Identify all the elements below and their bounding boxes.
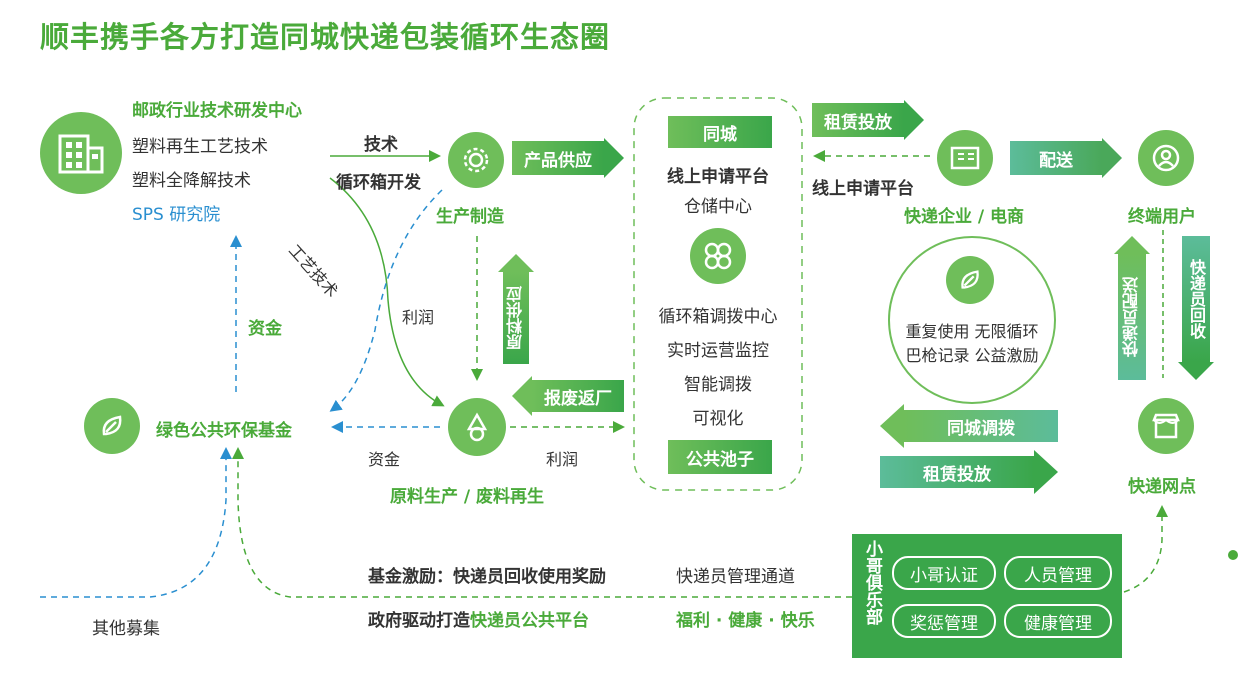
manufacturing-label: 生产制造 <box>436 207 504 227</box>
other-raise-label: 其他募集 <box>92 619 160 639</box>
club-pill-reward[interactable]: 奖惩管理 <box>892 604 996 638</box>
pool-item-3: 智能调拨 <box>684 375 752 395</box>
hub-icon <box>690 228 746 284</box>
material-supply-arrow: 原料供应 <box>503 272 529 364</box>
profit-label: 利润 <box>402 308 435 327</box>
pool-item-1: 循环箱调拨中心 <box>658 307 778 327</box>
courier-recycle-arrow: 快递员回收 <box>1182 236 1210 362</box>
delivery-arrow: 配送 <box>1010 141 1102 175</box>
courier-company-label: 快递企业 / 电商 <box>904 207 1025 227</box>
mgmt-channel-text: 快递员管理通道 <box>676 567 795 587</box>
material-supply-label: 原料供应 <box>506 286 525 350</box>
club-pill-staff[interactable]: 人员管理 <box>1004 556 1112 590</box>
scrap-return-arrow: 报废返厂 <box>532 380 624 412</box>
club-name: 小哥俱乐部 <box>862 540 882 625</box>
other-raise-arrow <box>40 447 232 598</box>
network-label: 快递网点 <box>1128 477 1196 497</box>
fund-label: 资金 <box>248 319 282 339</box>
pool-item-2: 实时运营监控 <box>667 341 769 361</box>
postal-item-1: 塑料再生工艺技术 <box>132 137 268 157</box>
incentive-text: 基金激励：快递员回收使用奖励 <box>368 567 606 587</box>
pool-item-4: 可视化 <box>692 409 744 429</box>
user-icon <box>1138 130 1194 186</box>
pool-tag-city: 同城 <box>668 116 772 148</box>
fund-label-2: 资金 <box>368 450 401 469</box>
tech-label: 技术 <box>364 135 398 155</box>
club-panel <box>852 534 1122 658</box>
profit-arrow <box>329 189 443 412</box>
pool-border <box>633 97 803 491</box>
profit-label-2: 利润 <box>546 450 579 469</box>
city-transfer-arrow: 同城调拨 <box>904 410 1058 442</box>
eco-line-1: 重复使用 无限循环 <box>905 322 1039 341</box>
box-dev-label: 循环箱开发 <box>336 173 421 193</box>
bottom-loop-arrow <box>232 447 852 598</box>
green-fund-label: 绿色公共环保基金 <box>156 421 292 441</box>
gov-prefix: 政府驱动打造 <box>368 611 470 631</box>
online-platform-label: 线上申请平台 <box>812 179 914 199</box>
eco-line-2: 巴枪记录 公益激励 <box>905 346 1039 365</box>
end-user-label: 终端用户 <box>1128 207 1196 227</box>
eco-leaf-icon <box>946 256 994 304</box>
pool-online-platform: 线上申请平台 <box>667 167 769 187</box>
page-title: 顺丰携手各方打造同城快递包装循环生态圈 <box>40 20 611 54</box>
rental-bottom-arrow: 租赁投放 <box>880 456 1034 488</box>
pool-storage: 仓储中心 <box>684 197 752 217</box>
sps-institute: SPS 研究院 <box>132 205 221 225</box>
postal-name: 邮政行业技术研发中心 <box>132 101 302 121</box>
courier-recycle-label: 快递员回收 <box>1187 259 1206 339</box>
club-pill-cert[interactable]: 小哥认证 <box>892 556 996 590</box>
raw-material-label: 原料生产 / 废料再生 <box>390 487 545 507</box>
craft-tech-arrow <box>329 177 445 407</box>
postal-item-2: 塑料全降解技术 <box>132 171 251 191</box>
courier-delivery-label: 快递员配送 <box>1122 277 1141 357</box>
gear-icon <box>448 132 504 188</box>
courier-delivery-arrow: 快递员配送 <box>1118 254 1146 380</box>
recycle-icon <box>448 398 506 456</box>
welfare-text: 福利 · 健康 · 快乐 <box>676 611 815 631</box>
store-icon <box>937 130 993 186</box>
rental-top-arrow: 租赁投放 <box>812 103 904 137</box>
leaf-icon <box>84 398 140 454</box>
club-pill-health[interactable]: 健康管理 <box>1004 604 1112 638</box>
gov-text: 政府驱动打造快递员公共平台 <box>368 606 589 631</box>
gov-highlight: 快递员公共平台 <box>470 611 589 631</box>
shop-icon <box>1138 398 1194 454</box>
club-network-arrow <box>1123 505 1168 593</box>
pool-tag-public: 公共池子 <box>668 440 772 474</box>
building-icon <box>40 112 122 194</box>
product-supply-arrow: 产品供应 <box>512 141 604 175</box>
